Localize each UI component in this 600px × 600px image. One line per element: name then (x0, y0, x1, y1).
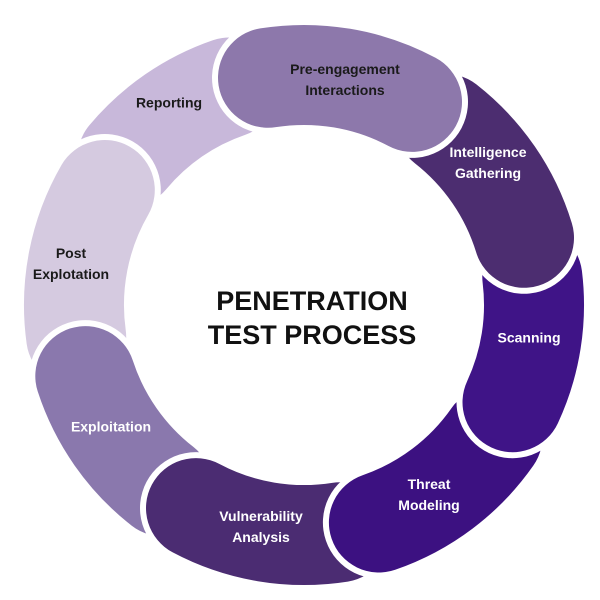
diagram-title: PENETRATION TEST PROCESS (208, 284, 417, 352)
step-label-reporting: Reporting (136, 93, 202, 114)
step-label-intelligence-gathering: Intelligence Gathering (449, 142, 526, 184)
label-line: Intelligence (449, 144, 527, 160)
label-line: Gathering (454, 165, 522, 181)
label-line: Pre-engagement (290, 61, 400, 77)
step-label-post-exploitation: Post Explotation (33, 243, 109, 285)
label-line: Analysis (232, 529, 290, 545)
label-line: Threat (407, 476, 451, 492)
title-line-2: TEST PROCESS (207, 320, 417, 350)
cycle-segment-threat-modeling (322, 380, 549, 579)
step-label-threat-modeling: Threat Modeling (398, 474, 459, 516)
step-label-pre-engagement: Pre-engagement Interactions (290, 59, 400, 101)
cycle-segment-pre-engagement (212, 18, 468, 158)
title-line-1: PENETRATION (216, 286, 408, 316)
label-line: Vulnerability (219, 508, 303, 524)
segment-fill (23, 140, 155, 387)
label-line: Post (55, 245, 87, 261)
segment-fill (146, 458, 390, 586)
label-line: Interactions (305, 82, 385, 98)
step-label-vulnerability-analysis: Vulnerability Analysis (219, 506, 303, 548)
label-line: Modeling (398, 497, 460, 513)
label-line: Explotation (32, 266, 110, 282)
cycle-segment-post-exploitation (17, 134, 161, 393)
label-line: Scanning (497, 329, 561, 346)
step-label-scanning: Scanning (497, 328, 560, 349)
segment-fill (328, 386, 543, 573)
label-line: Exploitation (70, 418, 152, 435)
cycle-segment-vulnerability-analysis (140, 452, 396, 592)
segment-fill (218, 24, 462, 152)
step-label-exploitation: Exploitation (71, 417, 151, 438)
label-line: Reporting (135, 94, 203, 111)
